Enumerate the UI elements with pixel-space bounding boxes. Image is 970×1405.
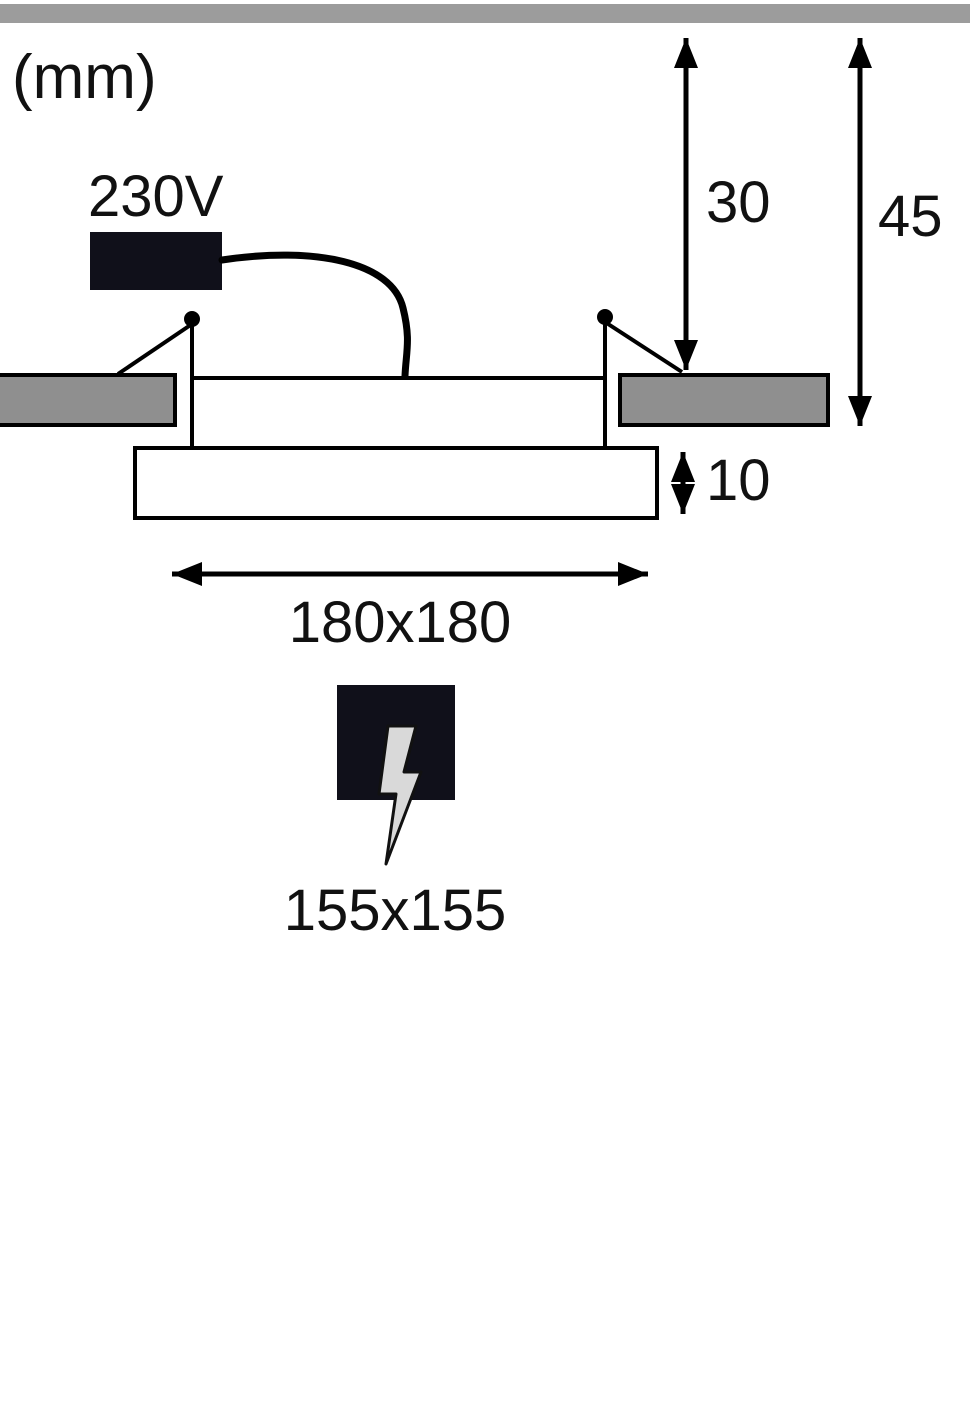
- panel-housing: [190, 376, 607, 450]
- driver-box: [90, 232, 222, 290]
- dim-label-panel-size: 180x180: [289, 590, 512, 655]
- clip-spring-left: [116, 322, 194, 376]
- dim-label-total-depth: 45: [878, 184, 943, 249]
- panel-face: [133, 446, 659, 520]
- dim-label-recess-depth: 30: [706, 170, 771, 235]
- clip-spring-right: [603, 320, 684, 374]
- clip-pivot-right: [597, 309, 613, 325]
- lightning-bolt-icon: [377, 724, 423, 866]
- voltage-label: 230V: [88, 164, 224, 229]
- supply-cable: [218, 251, 411, 380]
- clip-pivot-left: [184, 311, 200, 327]
- dim-label-thickness: 10: [706, 448, 771, 513]
- unit-label: (mm): [12, 43, 157, 112]
- ceiling-surface-bar: [0, 4, 970, 23]
- ceiling-block-right: [618, 373, 830, 427]
- ceiling-block-left: [0, 373, 177, 427]
- dim-label-cutout-size: 155x155: [284, 878, 507, 943]
